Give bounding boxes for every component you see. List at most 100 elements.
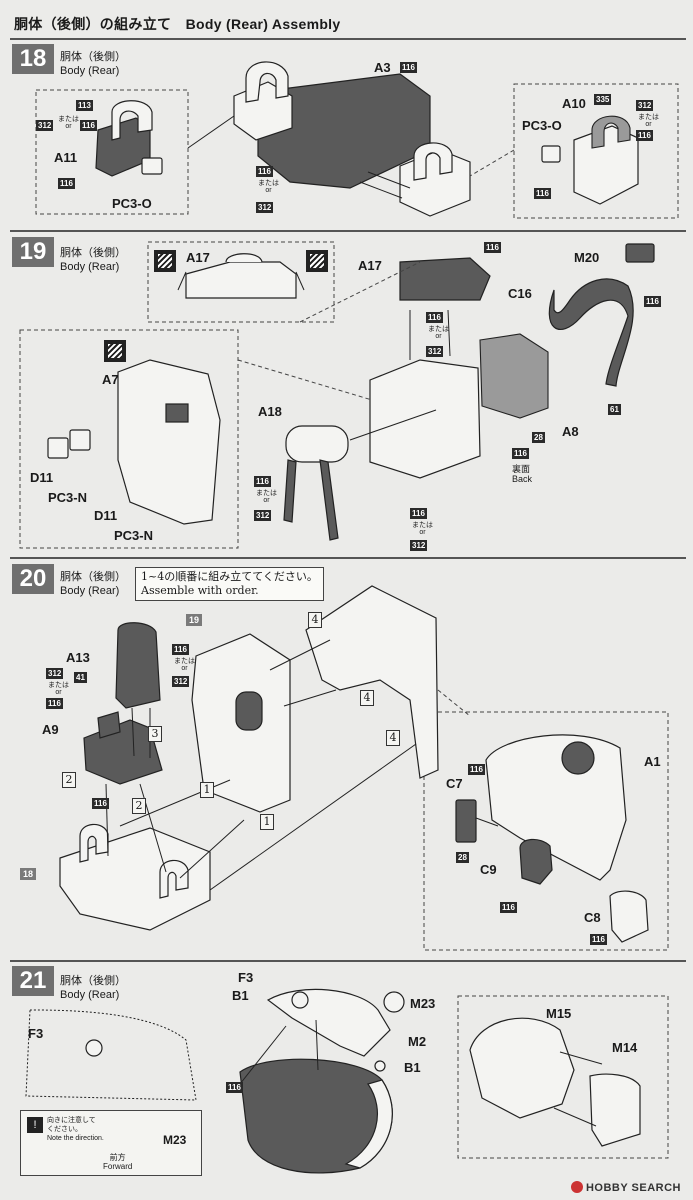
brand-logo-icon [570,1181,583,1193]
hatched-sign-icon [104,340,126,362]
part-label-a9: A9 [42,722,59,737]
order-mark: 1 [200,782,214,798]
order-mark: 2 [132,798,146,814]
part-label-c16: C16 [508,286,532,301]
paint-badge: 116 [46,698,63,709]
part-label-a11: A11 [54,150,78,165]
step-title-en: Body (Rear) [60,989,120,1001]
back-note-en: Back [512,474,533,484]
part-label-a13: A13 [66,650,90,665]
part-label-f3: F3 [238,970,254,985]
part-label-m14: M14 [612,1040,638,1055]
step-title-en: Body (Rear) [60,585,120,597]
paint-badge: 61 [608,404,621,415]
paint-badge: 116 [172,644,189,655]
part-label-a17: A17 [186,250,210,265]
step-number-18: 18 [12,44,54,74]
order-note-ja: 1~4の順番に組み立ててください。 [141,570,318,583]
divider [10,960,686,962]
back-note-ja: 裏面 [512,464,531,474]
step-title: 胴体（後側） Body (Rear) [60,246,126,274]
step-reference: 18 [20,868,37,880]
paint-badge: 116 [410,508,427,519]
paint-badge: 312 [426,346,444,357]
part-label-b1: B1 [404,1060,421,1075]
part-label-a18: A18 [258,404,282,419]
step-title-en: Body (Rear) [60,261,120,273]
step-title-ja: 胴体（後側） [60,51,126,63]
step-title-ja: 胴体（後側） [60,975,126,987]
step-title-en: Body (Rear) [60,65,120,77]
direction-note-text: 向きに注意して ください。 Note the direction. [47,1117,104,1142]
forward-label: 前方 Forward [103,1153,133,1171]
part-label-a3: A3 [374,60,391,75]
paint-badge: 113 [76,100,93,111]
order-mark: 1 [260,814,274,830]
paint-badge: 116 [636,130,653,141]
assembly-order-note: 1~4の順番に組み立ててください。 Assemble with order. [135,567,324,601]
paint-badge: 312 [256,202,274,213]
part-label-d11: D11 [30,470,54,485]
order-mark: 2 [62,772,76,788]
paint-badge: 116 [468,764,485,775]
paint-badge: 312 [36,120,54,131]
paint-badge: 116 [534,188,551,199]
part-label-m2: M2 [408,1034,427,1049]
step-title: 胴体（後側） Body (Rear) [60,570,126,598]
paint-badge: 116 [426,312,443,323]
part-label-d11: D11 [94,508,118,523]
step-title-ja: 胴体（後側） [60,247,126,259]
paint-badge: 116 [590,934,607,945]
paint-badge: 116 [256,166,273,177]
part-label-a1: A1 [644,754,661,769]
part-label-a17: A17 [358,258,382,273]
order-mark: 4 [308,612,322,628]
paint-badge: 116 [512,448,529,459]
caution-icon: ! [27,1117,43,1133]
order-mark: 3 [148,726,162,742]
part-label-c7: C7 [446,776,463,791]
part-label-m20: M20 [574,250,600,265]
part-label-f3: F3 [28,1026,44,1041]
part-label-c9: C9 [480,862,497,877]
order-note-en: Assemble with order. [141,584,259,597]
part-label-pc3o: PC3-O [112,196,152,211]
hatched-sign-icon [154,250,176,272]
step-number-21: 21 [12,966,54,996]
paint-badge: 312 [410,540,428,551]
paint-badge: 28 [456,852,469,863]
part-label-pc3o: PC3-O [522,118,562,133]
paint-badge: 116 [500,902,517,913]
step-title-ja: 胴体（後側） [60,571,126,583]
part-label-b1: B1 [232,988,249,1003]
paint-badge: 41 [74,672,87,683]
paint-badge: 335 [594,94,612,105]
order-mark: 4 [360,690,374,706]
part-label-pc3n: PC3-N [114,528,154,543]
part-label-a10: A10 [562,96,586,111]
paint-badge: 116 [400,62,417,73]
paint-badge: 116 [80,120,97,131]
part-label-pc3n: PC3-N [48,490,88,505]
paint-badge: 116 [92,798,109,809]
part-label-c8: C8 [584,910,601,925]
step-number-20: 20 [12,564,54,594]
part-label-a8: A8 [562,424,579,439]
paint-badge: 116 [254,476,271,487]
part-label-m23: M23 [410,996,436,1011]
paint-badge: 116 [484,242,501,253]
hatched-sign-icon [306,250,328,272]
part-label-m23: M23 [163,1133,187,1147]
part-label-m15: M15 [546,1006,572,1021]
step-title: 胴体（後側） Body (Rear) [60,974,126,1002]
step-title: 胴体（後側） Body (Rear) [60,50,126,78]
divider [10,38,686,40]
